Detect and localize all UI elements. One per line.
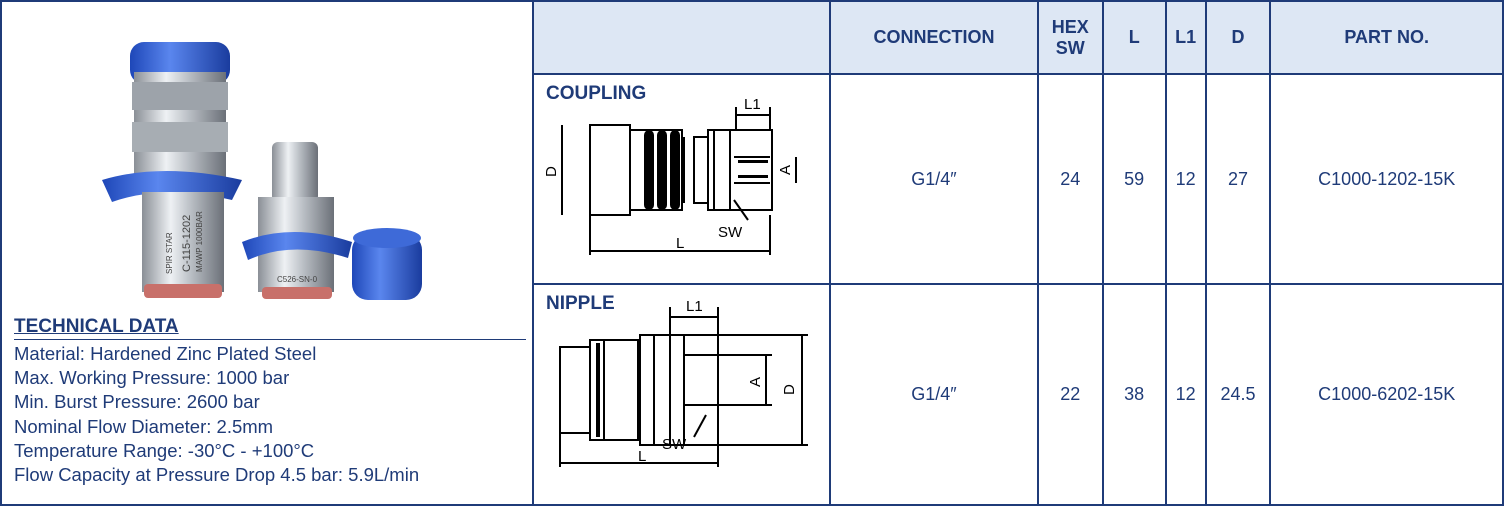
nipple-drawing: A D L L1 SW — [559, 298, 808, 467]
cell-hex-sw: 24 — [1036, 73, 1104, 285]
dim-label-a: A — [747, 377, 764, 387]
cell-d: 24.5 — [1204, 283, 1272, 506]
product-photo: C-115-1202 MAWP 1000BAR SPIR STAR C526-S… — [102, 42, 422, 300]
coupling-drawing: D A L L1 SW — [543, 96, 797, 255]
nipple-diagram-cell: NIPPLE — [531, 283, 832, 506]
coupling-marking-2: MAWP 1000BAR — [195, 211, 204, 272]
header-hex-sw: HEX SW — [1036, 0, 1104, 75]
coupling-label: COUPLING — [546, 83, 647, 104]
technical-data-item: Min. Burst Pressure: 2600 bar — [14, 391, 260, 413]
cell-connection: G1/4″ — [829, 283, 1039, 506]
dim-label-d: D — [781, 384, 798, 395]
cell-l1: 12 — [1164, 283, 1207, 506]
header-hex-line1: HEX — [1051, 16, 1089, 37]
table-header-row: CONNECTION HEX SW L L1 D PART NO. — [531, 0, 1504, 75]
coupling-marking: C-115-1202 — [181, 215, 193, 272]
cell-l: 38 — [1101, 283, 1167, 506]
coupling-diagram-cell: COUPLING — [531, 73, 832, 285]
header-part-no: PART NO. — [1269, 0, 1504, 75]
header-blank — [531, 0, 832, 75]
nipple-marking: C526-SN-0 — [277, 275, 318, 284]
technical-data-item: Temperature Range: -30°C - +100°C — [14, 439, 315, 461]
specification-table: CONNECTION HEX SW L L1 D PART NO. COUPLI… — [531, 0, 1504, 506]
cell-d: 27 — [1204, 73, 1272, 285]
technical-data-item: Flow Capacity at Pressure Drop 4.5 bar: … — [14, 464, 420, 486]
header-d: D — [1204, 0, 1272, 75]
technical-data-title: TECHNICAL DATA — [14, 316, 526, 340]
brand-marking: SPIR STAR — [165, 232, 174, 274]
header-l1: L1 — [1164, 0, 1207, 75]
dim-label-sw: SW — [662, 436, 687, 453]
header-hex-line2: SW — [1055, 37, 1085, 58]
product-info-panel: C-115-1202 MAWP 1000BAR SPIR STAR C526-S… — [0, 0, 532, 506]
technical-data-item: Max. Working Pressure: 1000 bar — [14, 367, 290, 389]
cell-part-no: C1000-1202-15K — [1269, 73, 1504, 285]
cell-l1: 12 — [1164, 73, 1207, 285]
cell-connection: G1/4″ — [829, 73, 1039, 285]
table-row-coupling: COUPLING — [531, 73, 1504, 285]
table-row-nipple: NIPPLE — [531, 283, 1504, 506]
dim-label-a: A — [777, 165, 794, 175]
dim-label-l: L — [676, 235, 684, 252]
nipple-label: NIPPLE — [546, 293, 615, 314]
dim-label-sw: SW — [718, 224, 743, 241]
dim-label-l1: L1 — [744, 96, 761, 113]
technical-data-item: Material: Hardened Zinc Plated Steel — [14, 343, 317, 364]
dim-label-d: D — [543, 166, 560, 177]
header-l: L — [1101, 0, 1167, 75]
technical-data-item: Nominal Flow Diameter: 2.5mm — [14, 415, 274, 437]
header-connection: CONNECTION — [829, 0, 1039, 75]
dim-label-l: L — [638, 448, 646, 465]
cell-l: 59 — [1101, 73, 1167, 285]
cell-hex-sw: 22 — [1036, 283, 1104, 506]
dim-label-l1: L1 — [686, 298, 703, 315]
cell-part-no: C1000-6202-15K — [1269, 283, 1504, 506]
technical-data-list: Material: Hardened Zinc Plated Steel Max… — [14, 342, 534, 487]
